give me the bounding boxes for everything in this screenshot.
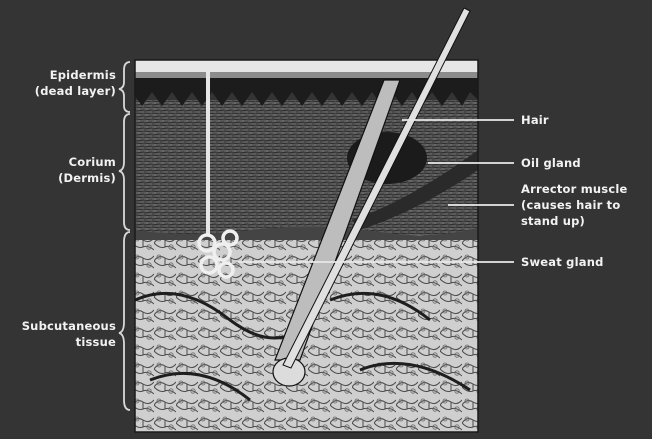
label-subcutaneous-line1: Subcutaneous bbox=[0, 318, 116, 334]
label-subcutaneous: Subcutaneous tissue bbox=[0, 318, 116, 350]
label-hair: Hair bbox=[521, 112, 549, 128]
label-sweat-gland: Sweat gland bbox=[521, 254, 604, 270]
label-corium-line1: Corium bbox=[0, 154, 116, 170]
stratum-corneum bbox=[135, 60, 478, 72]
label-corium-line2: (Dermis) bbox=[0, 170, 116, 186]
brace-subcutaneous bbox=[119, 232, 130, 410]
label-arrector-line1: Arrector muscle bbox=[521, 181, 628, 197]
label-corium: Corium (Dermis) bbox=[0, 154, 116, 186]
label-epidermis: Epidermis (dead layer) bbox=[0, 67, 116, 99]
label-arrector-line2: (causes hair to bbox=[521, 197, 628, 213]
label-subcutaneous-line2: tissue bbox=[0, 334, 116, 350]
label-arrector-line3: stand up) bbox=[521, 213, 628, 229]
brace-epidermis bbox=[119, 62, 130, 112]
label-epidermis-line1: Epidermis bbox=[0, 67, 116, 83]
brace-corium bbox=[119, 114, 130, 230]
label-arrector: Arrector muscle (causes hair to stand up… bbox=[521, 181, 628, 229]
label-epidermis-line2: (dead layer) bbox=[0, 83, 116, 99]
label-oil-gland: Oil gland bbox=[521, 155, 581, 171]
